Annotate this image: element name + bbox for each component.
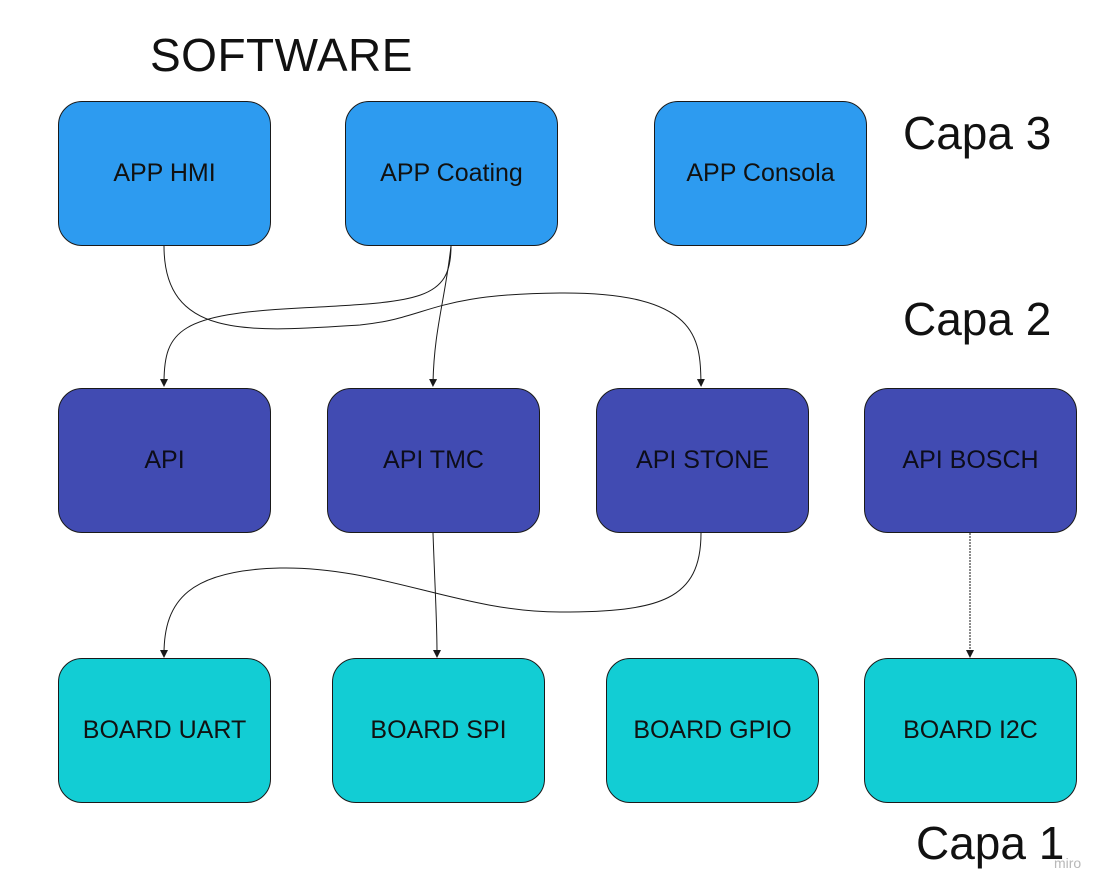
edge-api-tmc-to-board-spi <box>432 532 441 658</box>
node-board-spi[interactable]: BOARD SPI <box>332 658 545 803</box>
edge-api-stone-to-board-uart <box>160 532 702 658</box>
miro-watermark: miro <box>1054 855 1082 871</box>
edge-app-coating-to-api <box>160 245 452 387</box>
node-app-consola-label: APP Consola <box>686 159 835 187</box>
node-api-stone-label: API STONE <box>636 446 769 474</box>
node-app-coating[interactable]: APP Coating <box>345 101 558 246</box>
layer-label-capa-1: Capa 1 <box>916 817 1065 869</box>
node-board-gpio-label: BOARD GPIO <box>633 716 792 744</box>
edge-app-hmi-to-api-stone <box>163 245 705 387</box>
node-board-gpio[interactable]: BOARD GPIO <box>606 658 819 803</box>
node-app-hmi-label: APP HMI <box>113 159 216 187</box>
node-board-spi-label: BOARD SPI <box>370 716 507 744</box>
node-board-uart-label: BOARD UART <box>82 716 247 744</box>
node-api-bosch[interactable]: API BOSCH <box>864 388 1077 533</box>
node-board-uart[interactable]: BOARD UART <box>58 658 271 803</box>
node-board-i2c-label: BOARD I2C <box>903 716 1038 744</box>
node-api-tmc-label: API TMC <box>383 446 484 474</box>
node-api-label: API <box>144 446 185 474</box>
node-api[interactable]: API <box>58 388 271 533</box>
diagram-title: SOFTWARE <box>150 29 413 81</box>
layer-label-capa-2: Capa 2 <box>903 293 1052 345</box>
node-app-consola[interactable]: APP Consola <box>654 101 867 246</box>
node-app-coating-label: APP Coating <box>380 159 523 187</box>
node-api-tmc[interactable]: API TMC <box>327 388 540 533</box>
node-board-i2c[interactable]: BOARD I2C <box>864 658 1077 803</box>
layer-label-capa-3: Capa 3 <box>903 107 1052 159</box>
node-api-stone[interactable]: API STONE <box>596 388 809 533</box>
node-app-hmi[interactable]: APP HMI <box>58 101 271 246</box>
node-api-bosch-label: API BOSCH <box>902 446 1039 474</box>
edge-app-coating-to-api-tmc <box>429 245 452 387</box>
